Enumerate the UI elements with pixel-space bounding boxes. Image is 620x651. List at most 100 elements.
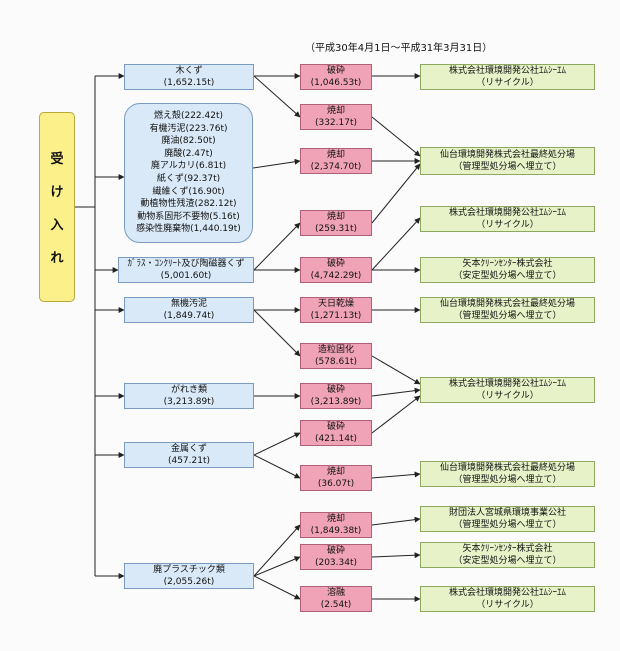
- destination-name: 仙台環境開発株式会社最終処分場: [439, 150, 575, 160]
- process-sun-drying: 天日乾燥 (1,271.13t): [300, 297, 372, 323]
- process-name: 破砕: [326, 546, 345, 556]
- process-amount: (259.31t): [314, 224, 358, 234]
- receive-char: れ: [50, 251, 64, 266]
- source-item: 燃え殻(222.42t): [153, 111, 224, 122]
- source-item: 感染性廃棄物(1,440.19t): [136, 224, 241, 235]
- destination-method: （管理型処分場へ埋立て）: [453, 162, 562, 172]
- destination-method: （管理型処分場へ埋立て）: [453, 475, 562, 485]
- destination-mcm-recycle-3: 株式会社環境開発公社ｴﾑｼｰｴﾑ （リサイクル）: [420, 377, 595, 403]
- process-name: 破砕: [326, 66, 345, 76]
- process-name: 造粒固化: [317, 345, 354, 355]
- process-melting: 溶融 (2.54t): [300, 586, 372, 612]
- destination-mcm-recycle-1: 株式会社環境開発公社ｴﾑｼｰｴﾑ （リサイクル）: [420, 64, 595, 90]
- source-amount: (2,055.26t): [163, 577, 215, 587]
- receive-char: け: [50, 185, 64, 200]
- process-amount: (578.61t): [314, 357, 358, 367]
- source-amount: (1,652.15t): [163, 78, 215, 88]
- process-amount: (4,742.29t): [310, 271, 362, 281]
- source-name: 金属くず: [170, 444, 207, 454]
- source-name: 木くず: [175, 66, 203, 76]
- source-item: 廃酸(2.47t): [164, 148, 213, 159]
- destination-name: 矢本ｸﾘｰﾝｾﾝﾀｰ株式会社: [462, 544, 553, 554]
- destination-name: 株式会社環境開発公社ｴﾑｼｰｴﾑ: [448, 379, 566, 389]
- destination-name: 株式会社環境開発公社ｴﾑｼｰｴﾑ: [448, 208, 566, 218]
- source-inorganic-sludge: 無機汚泥 (1,849.74t): [124, 297, 254, 323]
- source-amount: (1,849.74t): [163, 311, 215, 321]
- receive-char: 入: [50, 218, 64, 233]
- destination-miyagi-landfill: 財団法人宮城県環境事業公社 （管理型処分場へ埋立て）: [420, 506, 595, 532]
- destination-method: （リサイクル）: [476, 391, 539, 401]
- destination-sendai-landfill-3: 仙台環境開発株式会社最終処分場 （管理型処分場へ埋立て）: [420, 461, 595, 487]
- process-name: 焼却: [326, 467, 345, 477]
- process-name: 破砕: [326, 259, 345, 269]
- destination-method: （リサイクル）: [476, 220, 539, 230]
- process-amount: (332.17t): [314, 118, 358, 128]
- destination-mcm-recycle-2: 株式会社環境開発公社ｴﾑｼｰｴﾑ （リサイクル）: [420, 206, 595, 232]
- process-crush-2: 破砕 (4,742.29t): [300, 257, 372, 283]
- process-crush-3: 破砕 (3,213.89t): [300, 383, 372, 409]
- destination-method: （リサイクル）: [476, 600, 539, 610]
- destination-method: （管理型処分場へ埋立て）: [453, 311, 562, 321]
- process-amount: (3,213.89t): [310, 397, 362, 407]
- destination-yamoto-landfill-1: 矢本ｸﾘｰﾝｾﾝﾀｰ株式会社 （安定型処分場へ埋立て）: [420, 257, 595, 283]
- destination-yamoto-landfill-2: 矢本ｸﾘｰﾝｾﾝﾀｰ株式会社 （安定型処分場へ埋立て）: [420, 542, 595, 568]
- process-amount: (1,271.13t): [310, 311, 362, 321]
- process-incinerate-4: 焼却 (36.07t): [300, 465, 372, 491]
- source-mixed-waste: 燃え殻(222.42t) 有機汚泥(223.76t) 廃油(82.50t) 廃酸…: [124, 103, 253, 243]
- source-waste-plastics: 廃プラスチック類 (2,055.26t): [124, 563, 254, 589]
- destination-name: 仙台環境開発株式会社最終処分場: [439, 299, 575, 309]
- destination-name: 仙台環境開発株式会社最終処分場: [439, 463, 575, 473]
- process-name: 破砕: [326, 422, 345, 432]
- destination-method: （安定型処分場へ埋立て）: [453, 556, 562, 566]
- process-amount: (421.14t): [314, 434, 358, 444]
- process-crush-1: 破砕 (1,046.53t): [300, 64, 372, 90]
- process-amount: (1,849.38t): [310, 526, 362, 536]
- source-item: 廃油(82.50t): [161, 136, 216, 147]
- process-granulation: 造粒固化 (578.61t): [300, 343, 372, 369]
- process-name: 焼却: [326, 106, 345, 116]
- process-crush-5: 破砕 (203.34t): [300, 544, 372, 570]
- destination-name: 株式会社環境開発公社ｴﾑｼｰｴﾑ: [448, 66, 566, 76]
- destination-name: 株式会社環境開発公社ｴﾑｼｰｴﾑ: [448, 588, 566, 598]
- process-name: 焼却: [326, 514, 345, 524]
- process-amount: (36.07t): [317, 479, 355, 489]
- destination-sendai-landfill-1: 仙台環境開発株式会社最終処分場 （管理型処分場へ埋立て）: [420, 147, 595, 175]
- process-crush-4: 破砕 (421.14t): [300, 420, 372, 446]
- source-amount: (457.21t): [167, 456, 211, 466]
- process-name: 焼却: [326, 150, 345, 160]
- process-name: 天日乾燥: [317, 299, 354, 309]
- source-item: 紙くず(92.37t): [156, 174, 221, 184]
- process-incinerate-5: 焼却 (1,849.38t): [300, 512, 372, 538]
- source-item: 繊維くず(16.90t): [152, 186, 225, 197]
- receive-char: 受: [50, 152, 64, 167]
- process-amount: (2,374.70t): [310, 162, 362, 172]
- period-label: （平成30年4月1日～平成31年3月31日）: [305, 43, 493, 54]
- destination-name: 財団法人宮城県環境事業公社: [448, 508, 566, 518]
- source-name: がれき類: [170, 385, 207, 395]
- destination-sendai-landfill-2: 仙台環境開発株式会社最終処分場 （管理型処分場へ埋立て）: [420, 297, 595, 323]
- source-item: 廃アルカリ(6.81t): [150, 161, 227, 172]
- destination-mcm-recycle-4: 株式会社環境開発公社ｴﾑｼｰｴﾑ （リサイクル）: [420, 586, 595, 612]
- source-item: 動植物性残渣(282.12t): [140, 199, 237, 210]
- destination-method: （管理型処分場へ埋立て）: [453, 520, 562, 530]
- source-wood-waste: 木くず (1,652.15t): [124, 64, 254, 90]
- process-amount: (2.54t): [320, 600, 352, 610]
- process-name: 溶融: [326, 588, 345, 598]
- process-incinerate-3: 焼却 (259.31t): [300, 210, 372, 236]
- source-amount: (5,001.60t): [160, 271, 212, 281]
- destination-method: （安定型処分場へ埋立て）: [453, 271, 562, 281]
- source-name: 無機汚泥: [170, 299, 207, 309]
- source-glass-concrete: ｶﾞﾗｽ・ｺﾝｸﾘｰﾄ及び陶磁器くず (5,001.60t): [118, 257, 254, 283]
- source-name: 廃プラスチック類: [153, 565, 225, 575]
- source-metal-scrap: 金属くず (457.21t): [124, 442, 254, 468]
- destination-method: （リサイクル）: [476, 78, 539, 88]
- source-item: 有機汚泥(223.76t): [149, 123, 228, 134]
- process-name: 焼却: [326, 212, 345, 222]
- source-amount: (3,213.89t): [163, 397, 215, 407]
- process-amount: (203.34t): [314, 558, 358, 568]
- process-incinerate-2: 焼却 (2,374.70t): [300, 148, 372, 174]
- source-name: ｶﾞﾗｽ・ｺﾝｸﾘｰﾄ及び陶磁器くず: [127, 259, 245, 269]
- destination-name: 矢本ｸﾘｰﾝｾﾝﾀｰ株式会社: [462, 259, 553, 269]
